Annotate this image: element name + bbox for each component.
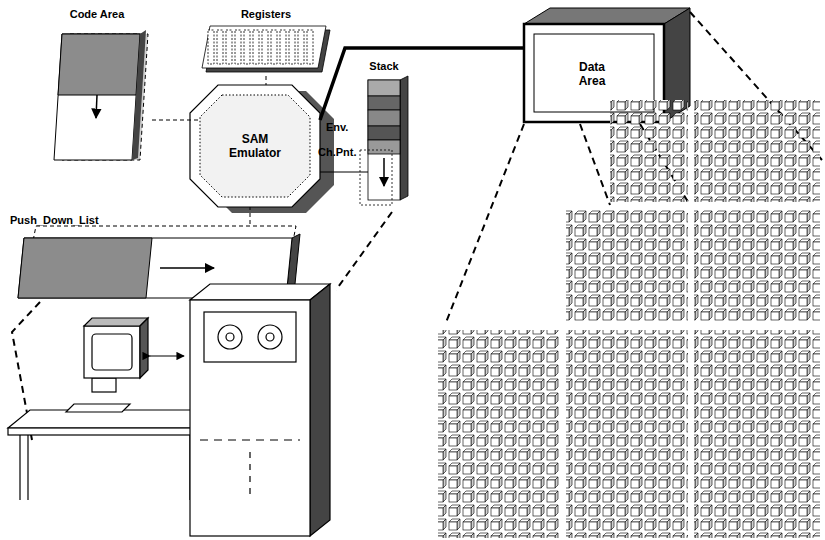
- computer-terminal: [8, 284, 330, 536]
- connector-line: [320, 48, 524, 120]
- node-label: Push_Down_List: [10, 214, 99, 227]
- connector-line: [250, 207, 251, 224]
- stack-frame-label: Env.: [326, 121, 348, 134]
- emulator-octagon: [190, 85, 334, 213]
- code-area-slab: [54, 30, 148, 160]
- register-bank: Registers: [200, 8, 332, 76]
- node-label: SAM Emulator: [220, 132, 290, 160]
- connector-line: [266, 76, 267, 85]
- node-label: Registers: [241, 8, 291, 21]
- stack-box: Stack: [358, 60, 410, 206]
- stack-frame-label: Ch.Pnt.: [318, 146, 357, 159]
- memory-slab: Code Area: [42, 8, 152, 162]
- push-down-box: Push_Down_List: [8, 214, 300, 300]
- node-label: Data Area: [572, 60, 612, 88]
- cube-blocks: [438, 100, 820, 538]
- connector-line: [320, 172, 368, 173]
- node-label: Stack: [369, 60, 398, 73]
- connector-line: [152, 120, 200, 121]
- emulator-box: SAM Emulator: [190, 85, 320, 207]
- data-area-box: Data Area: [520, 8, 690, 124]
- node-label: Code Area: [70, 8, 125, 21]
- registers-grid: [202, 26, 330, 72]
- stack-column: [360, 76, 408, 205]
